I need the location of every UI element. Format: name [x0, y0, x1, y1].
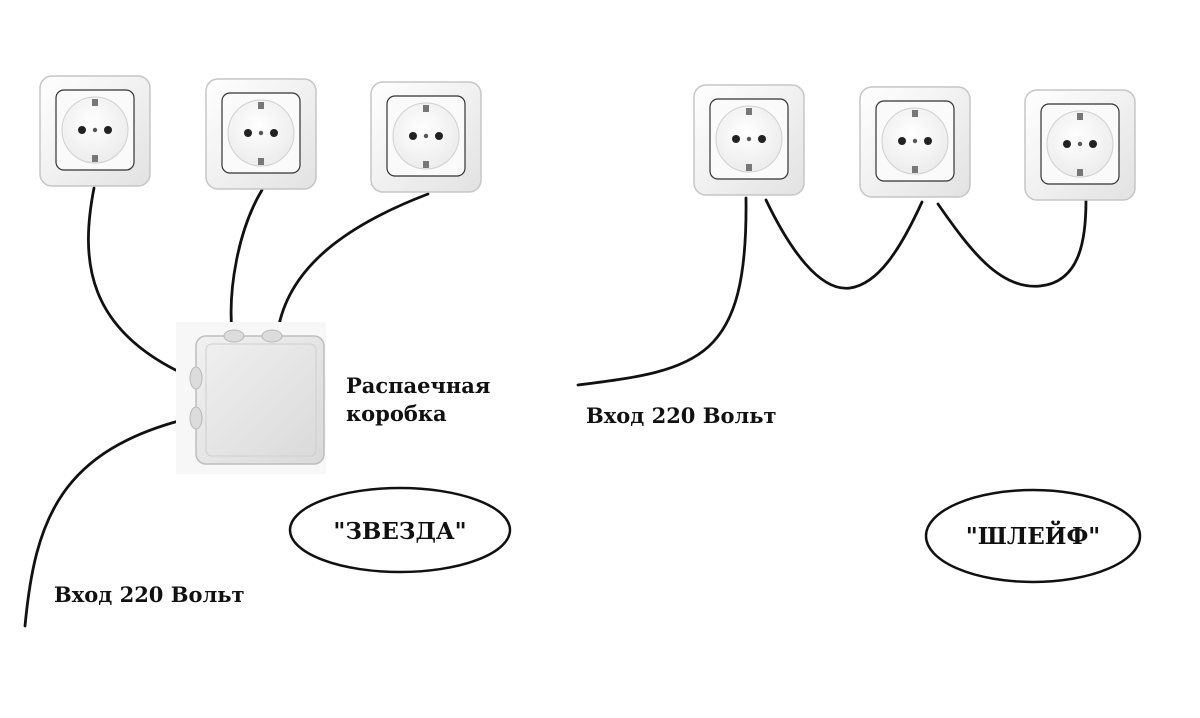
socket-loop-3: [1024, 89, 1136, 201]
socket-loop-1: [693, 84, 805, 196]
socket-loop-2: [859, 86, 971, 198]
wire-socket3-to-box: [276, 192, 430, 332]
socket-star-2: [205, 78, 317, 190]
wire-input-to-loop-socket1: [576, 196, 748, 387]
loop-scheme-ellipse: [924, 488, 1142, 584]
junction-box-label-line2: коробка: [346, 401, 447, 426]
junction-box-label-line1: Распаечная: [346, 373, 491, 398]
input-220v-label-right: Вход 220 Вольт: [586, 403, 777, 428]
loop-scheme-label: "ШЛЕЙФ": [965, 523, 1101, 550]
socket-star-1: [39, 75, 151, 187]
input-220v-label-left: Вход 220 Вольт: [54, 582, 245, 607]
socket-star-3: [370, 81, 482, 193]
wire-input-to-box: [23, 416, 192, 628]
star-scheme-ellipse: [288, 486, 512, 574]
wire-socket1-to-box: [87, 186, 190, 378]
junction-box: [176, 322, 326, 474]
wire-loop-1-2: [764, 198, 924, 290]
wire-loop-2-3: [936, 198, 1088, 288]
wire-socket2-to-box: [229, 188, 264, 334]
junction-box-label: Распаечная коробка: [346, 372, 490, 428]
star-scheme-label: "ЗВЕЗДА": [333, 518, 467, 545]
